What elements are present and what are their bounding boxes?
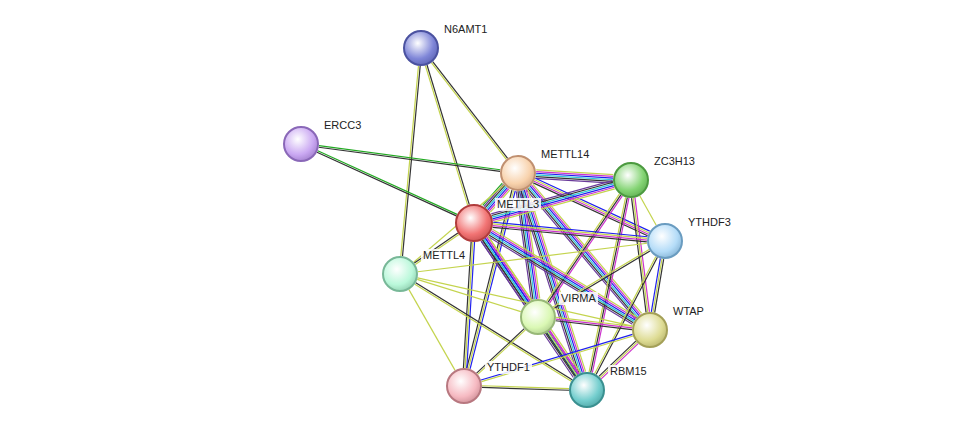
evidence-line [492,229,636,317]
protein-label: METTL4 [421,249,467,262]
evidence-line [414,185,505,263]
evidence-line [556,321,632,330]
protein-label: VIRMA [559,292,598,305]
evidence-line [318,151,457,215]
interaction-edge [317,151,457,216]
evidence-line [403,66,421,256]
evidence-line [492,231,636,319]
protein-label: YTHDF3 [686,216,733,229]
evidence-line [635,198,649,312]
evidence-line [519,191,577,374]
protein-node: VIRMA [520,299,556,335]
evidence-line [427,65,469,205]
interaction-edge [431,62,507,160]
evidence-line [401,66,419,256]
protein-label: RBM15 [608,365,649,378]
protein-label: YTHDF1 [485,361,532,374]
evidence-line [433,62,508,159]
evidence-line [640,196,656,226]
protein-node: YTHDF3 [647,223,683,259]
interaction-edge [425,65,469,205]
protein-node: YTHDF1 [446,368,482,404]
protein-label: WTAP [671,305,706,318]
protein-label: N6AMT1 [442,23,489,36]
protein-label: METTL14 [539,148,591,161]
protein-node: N6AMT1 [403,30,439,66]
interaction-edge [482,386,569,391]
protein-node: METTL3 [455,204,493,242]
protein-node: RBM15 [569,372,605,408]
interaction-edge [556,317,633,329]
interaction-edge [640,196,656,226]
interaction-edge [536,170,614,183]
evidence-line [431,63,506,160]
evidence-line [418,243,647,272]
evidence-line [556,319,632,328]
evidence-line [319,147,500,171]
protein-node: METTL14 [500,155,536,191]
evidence-line [425,65,467,205]
evidence-line [493,226,647,241]
interaction-edge [409,290,455,371]
evidence-line [553,250,649,308]
evidence-line [467,242,475,368]
protein-label: METTL3 [495,198,541,211]
protein-node: WTAP [632,312,668,348]
interaction-edge [418,243,647,272]
evidence-line [482,387,569,390]
evidence-line [548,332,577,375]
evidence-line [409,290,455,371]
evidence-line [493,187,614,220]
evidence-line [493,227,647,242]
protein-node: METTL4 [382,256,418,292]
evidence-line [493,224,647,239]
evidence-line [493,189,614,222]
interaction-edge [414,185,505,263]
interaction-edge [319,146,501,172]
evidence-line [416,283,572,380]
evidence-line [493,186,614,219]
evidence-line [653,259,662,313]
protein-label: ZC3H13 [652,155,697,168]
protein-node: ZC3H13 [613,162,649,198]
interaction-edge [493,222,648,242]
evidence-line [536,178,613,183]
evidence-line [415,284,571,381]
evidence-line [317,152,456,216]
protein-label: ERCC3 [322,119,363,132]
protein-node: ERCC3 [283,126,319,162]
